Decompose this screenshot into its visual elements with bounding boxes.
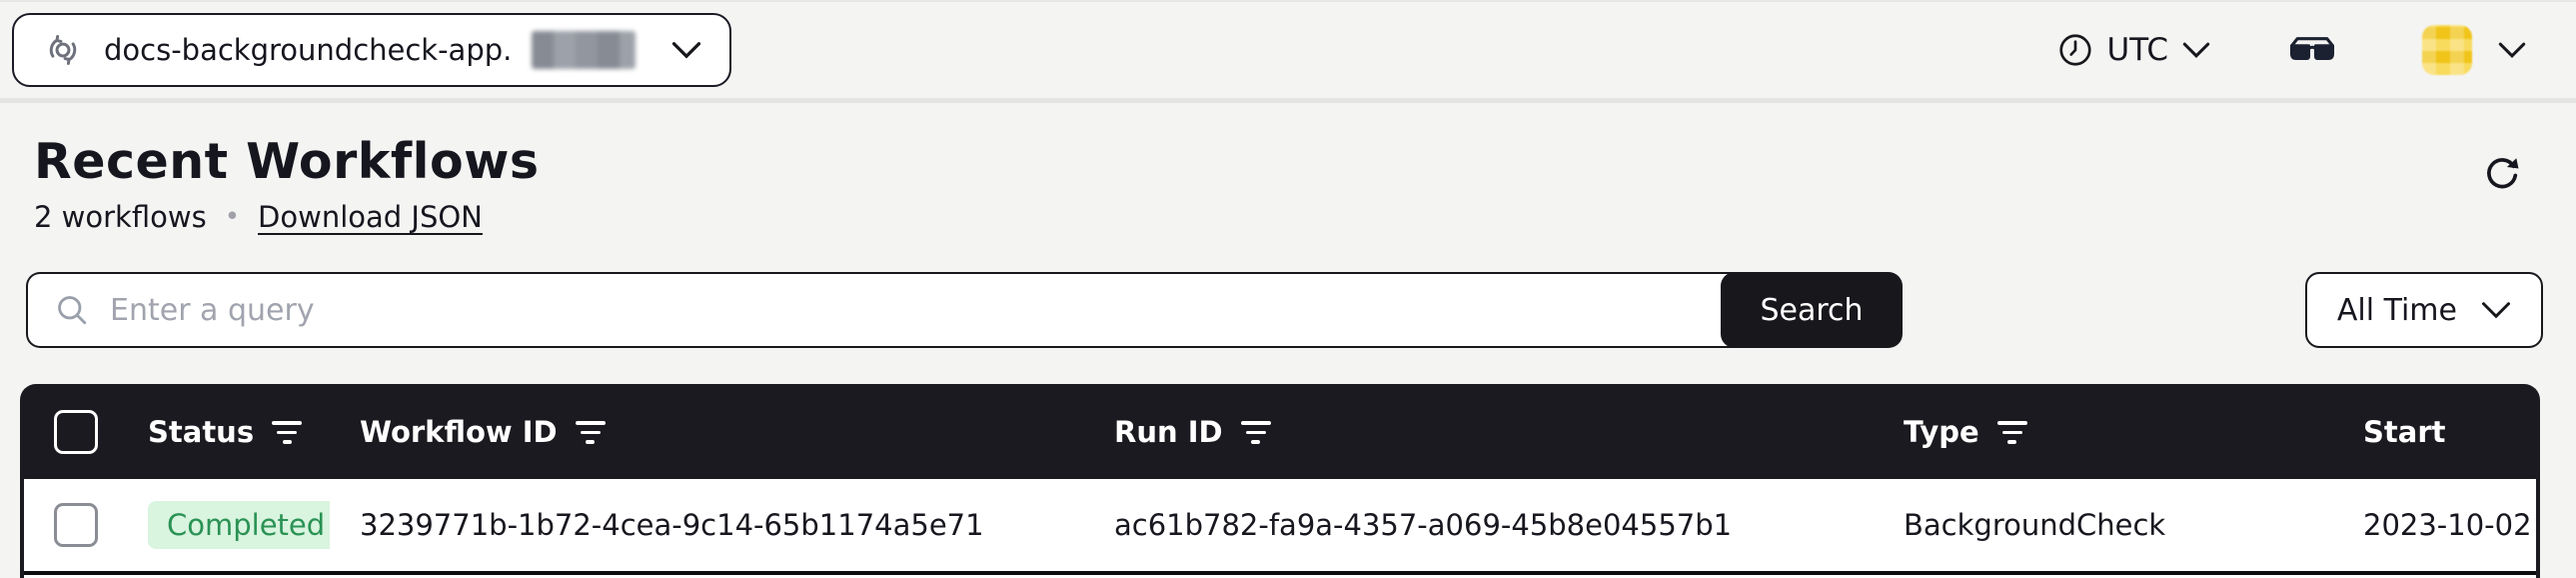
refresh-button[interactable] — [2480, 151, 2524, 195]
column-header-status: Status — [118, 415, 330, 449]
type-cell: BackgroundCheck — [1874, 508, 2333, 542]
page-title: Recent Workflows — [34, 133, 540, 190]
column-header-start: Start — [2333, 415, 2536, 449]
top-nav: docs-backgroundcheck-app. UTC — [0, 0, 2576, 103]
filter-icon[interactable] — [1240, 419, 1271, 444]
column-label: Run ID — [1114, 414, 1223, 449]
meta-separator-dot: • — [224, 202, 241, 232]
start-cell: 2023-10-02 UT — [2363, 508, 2536, 542]
labs-mode-toggle[interactable] — [2288, 35, 2336, 65]
filter-icon[interactable] — [575, 419, 606, 444]
main-content: Recent Workflows 2 workflows • Download … — [0, 103, 2576, 578]
filter-icon[interactable] — [1996, 419, 2027, 444]
header-checkbox-cell — [24, 409, 118, 454]
search-row: Search All Time — [26, 272, 2543, 348]
workflow-id-link[interactable]: 3239771b-1b72-4cea-9c14-65b1174a5e71 — [360, 508, 984, 542]
column-header-workflow-id: Workflow ID — [330, 415, 1084, 449]
workflows-table: Status Workflow ID Run ID Type Start — [20, 384, 2540, 578]
workflow-count: 2 workflows — [34, 200, 207, 234]
refresh-icon — [2481, 152, 2523, 194]
nav-right-cluster: UTC — [2057, 25, 2526, 75]
timezone-label: UTC — [2106, 32, 2168, 68]
table-row-partial[interactable] — [24, 575, 2536, 578]
column-label: Status — [148, 414, 255, 449]
column-header-type: Type — [1874, 415, 2333, 449]
run-id-link[interactable]: ac61b782-fa9a-4357-a069-45b8e04557b1 — [1114, 508, 1733, 542]
download-json-link[interactable]: Download JSON — [258, 200, 483, 234]
column-label: Workflow ID — [360, 414, 558, 449]
column-label: Start — [2363, 414, 2446, 449]
avatar — [2422, 25, 2472, 75]
time-filter-dropdown[interactable]: All Time — [2304, 272, 2543, 348]
time-filter-label: All Time — [2336, 292, 2457, 328]
chevron-down-icon — [2481, 300, 2511, 320]
status-cell: Completed — [118, 501, 330, 549]
query-input[interactable] — [110, 292, 1709, 328]
search-button[interactable]: Search — [1721, 272, 1903, 348]
run-id-cell: ac61b782-fa9a-4357-a069-45b8e04557b1 — [1084, 508, 1874, 542]
namespace-sync-icon — [42, 29, 84, 71]
account-menu[interactable] — [2422, 25, 2526, 75]
table-header-row: Status Workflow ID Run ID Type Start — [24, 384, 2536, 479]
row-checkbox[interactable] — [54, 503, 98, 547]
query-search-group: Search — [26, 272, 1903, 348]
namespace-redacted-text — [532, 31, 637, 69]
glasses-icon — [2288, 35, 2336, 65]
filter-icon[interactable] — [272, 419, 303, 444]
column-label: Type — [1904, 414, 1979, 449]
column-header-run-id: Run ID — [1084, 415, 1874, 449]
timezone-selector[interactable]: UTC — [2057, 32, 2210, 68]
query-input-container[interactable] — [26, 272, 1735, 348]
workflow-type-link[interactable]: BackgroundCheck — [1904, 508, 2166, 542]
workflow-id-cell: 3239771b-1b72-4cea-9c14-65b1174a5e71 — [330, 508, 1084, 542]
clock-icon — [2057, 32, 2093, 68]
workflow-meta-row: 2 workflows • Download JSON — [34, 200, 2576, 234]
namespace-selector[interactable]: docs-backgroundcheck-app. — [12, 13, 732, 87]
table-row[interactable]: Completed 3239771b-1b72-4cea-9c14-65b117… — [24, 479, 2536, 571]
select-all-checkbox[interactable] — [54, 409, 98, 454]
row-separator — [24, 571, 2536, 575]
chevron-down-icon — [2498, 41, 2526, 59]
row-checkbox-cell — [24, 503, 118, 547]
chevron-down-icon — [2182, 41, 2210, 59]
status-badge: Completed — [148, 501, 330, 549]
chevron-down-icon — [671, 40, 701, 60]
namespace-label: docs-backgroundcheck-app. — [104, 33, 513, 67]
search-icon — [54, 292, 90, 328]
